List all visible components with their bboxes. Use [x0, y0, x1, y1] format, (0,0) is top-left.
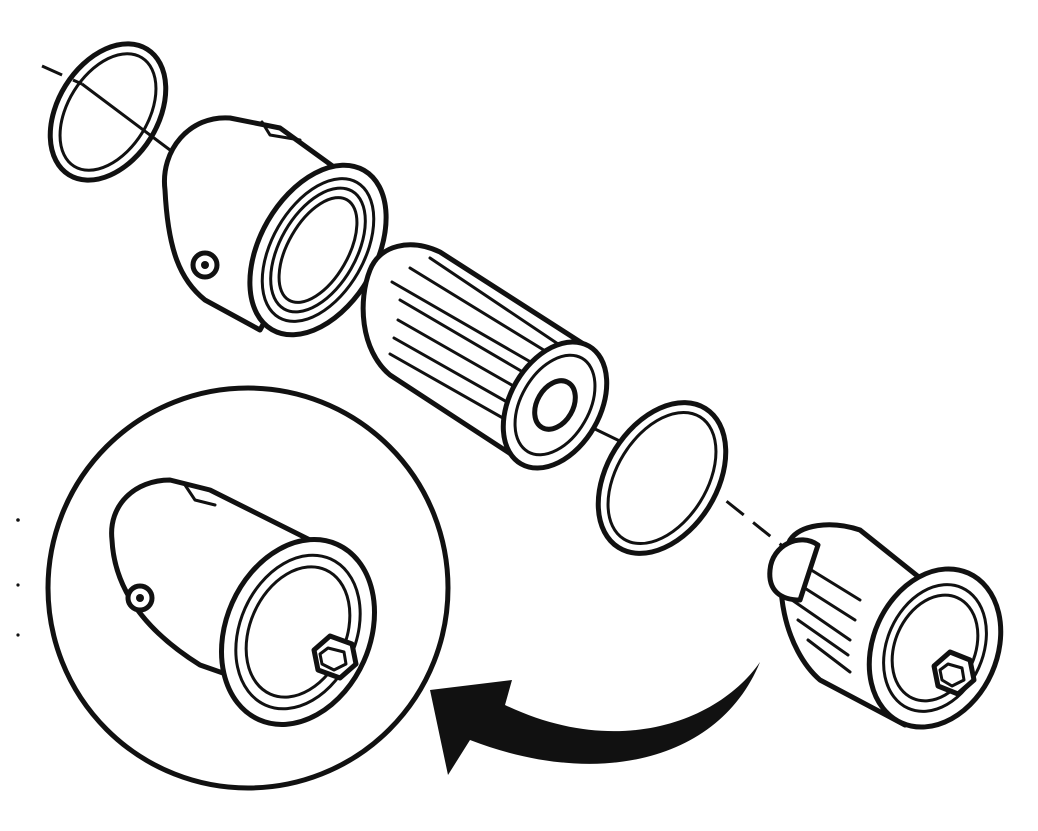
assembly-arrow-icon [430, 662, 760, 775]
filter-cap [767, 522, 1004, 730]
hex-bolt-icon [931, 649, 977, 697]
hex-bolt-icon [311, 633, 359, 681]
margin-marks [16, 518, 20, 637]
upper-o-ring [47, 41, 169, 183]
filter-housing [161, 115, 389, 338]
lower-o-ring [595, 400, 729, 556]
assembled-filter-inset [45, 385, 451, 791]
filter-element [360, 242, 610, 471]
